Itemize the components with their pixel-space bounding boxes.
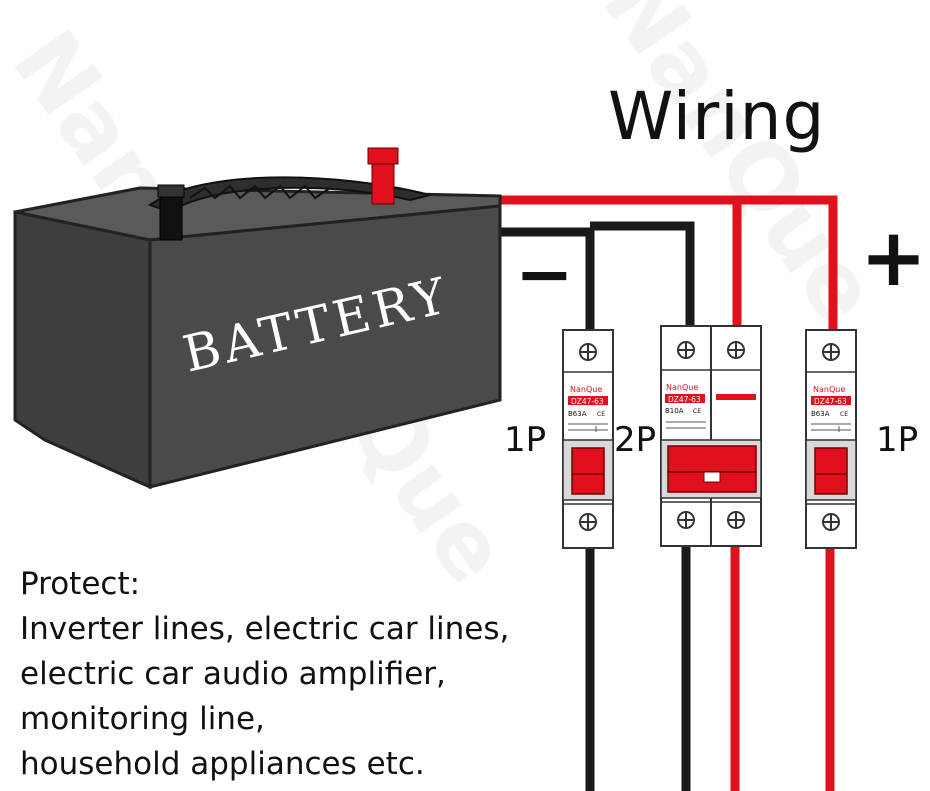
description-line: household appliances etc. <box>20 746 425 782</box>
breaker-handle <box>571 447 605 495</box>
positive-wire-main <box>382 195 838 332</box>
diagram-title: Wiring <box>608 78 826 155</box>
positive-terminal <box>371 161 395 205</box>
positive-wires <box>382 195 838 791</box>
positive-sign: + <box>860 211 927 304</box>
battery-side <box>148 204 502 489</box>
breaker-rating: B63A <box>811 410 830 418</box>
positive-terminal-cap <box>367 147 399 165</box>
breaker-model: DZ47-63 <box>668 395 701 404</box>
battery-handle-zigzag <box>189 184 331 200</box>
breaker-model: DZ47-63 <box>814 397 847 406</box>
description-line: monitoring line, <box>20 701 265 737</box>
description-line: Inverter lines, electric car lines, <box>20 611 510 647</box>
screw-slot <box>580 344 596 360</box>
description-heading: Protect: <box>20 566 141 602</box>
breaker-model-bg <box>811 396 851 405</box>
pole-label-1p-left: 1P <box>504 420 547 460</box>
negative-terminal-cap <box>157 184 185 198</box>
breaker-rating: B63A <box>568 410 587 418</box>
description-block: Protect: Inverter lines, electric car li… <box>20 562 509 787</box>
breaker-mark: CE <box>840 411 848 418</box>
breaker-brand: NanQue <box>570 385 602 394</box>
description-line: electric car audio amplifier, <box>20 656 446 692</box>
breaker-body <box>805 329 857 549</box>
breaker-brand: NanQue <box>666 383 698 392</box>
breaker-model-bg <box>665 394 705 403</box>
breaker-2p: NanQue DZ47-63 B10A CE <box>660 325 762 547</box>
breaker-handle <box>814 447 848 495</box>
breaker-mark: CE <box>693 408 701 415</box>
breaker-model-bg <box>568 396 608 405</box>
pole-label-1p-right: 1P <box>876 420 919 460</box>
battery-front <box>13 210 152 490</box>
breaker-model: DZ47-63 <box>571 397 604 406</box>
breaker-mark: CE <box>597 411 605 418</box>
breaker-body <box>562 329 614 549</box>
breaker-brand: NanQue <box>813 385 845 394</box>
negative-sign: − <box>515 233 574 315</box>
pole-label-2p: 2P <box>614 420 657 460</box>
breaker-1p-left: NanQue DZ47-63 B63A CE <box>562 329 614 549</box>
breaker-1p-right: NanQue DZ47-63 B63A CE <box>805 329 857 549</box>
breaker-handle <box>667 445 757 473</box>
battery: BATTERY <box>13 147 502 490</box>
breaker-rating: B10A <box>665 407 684 415</box>
